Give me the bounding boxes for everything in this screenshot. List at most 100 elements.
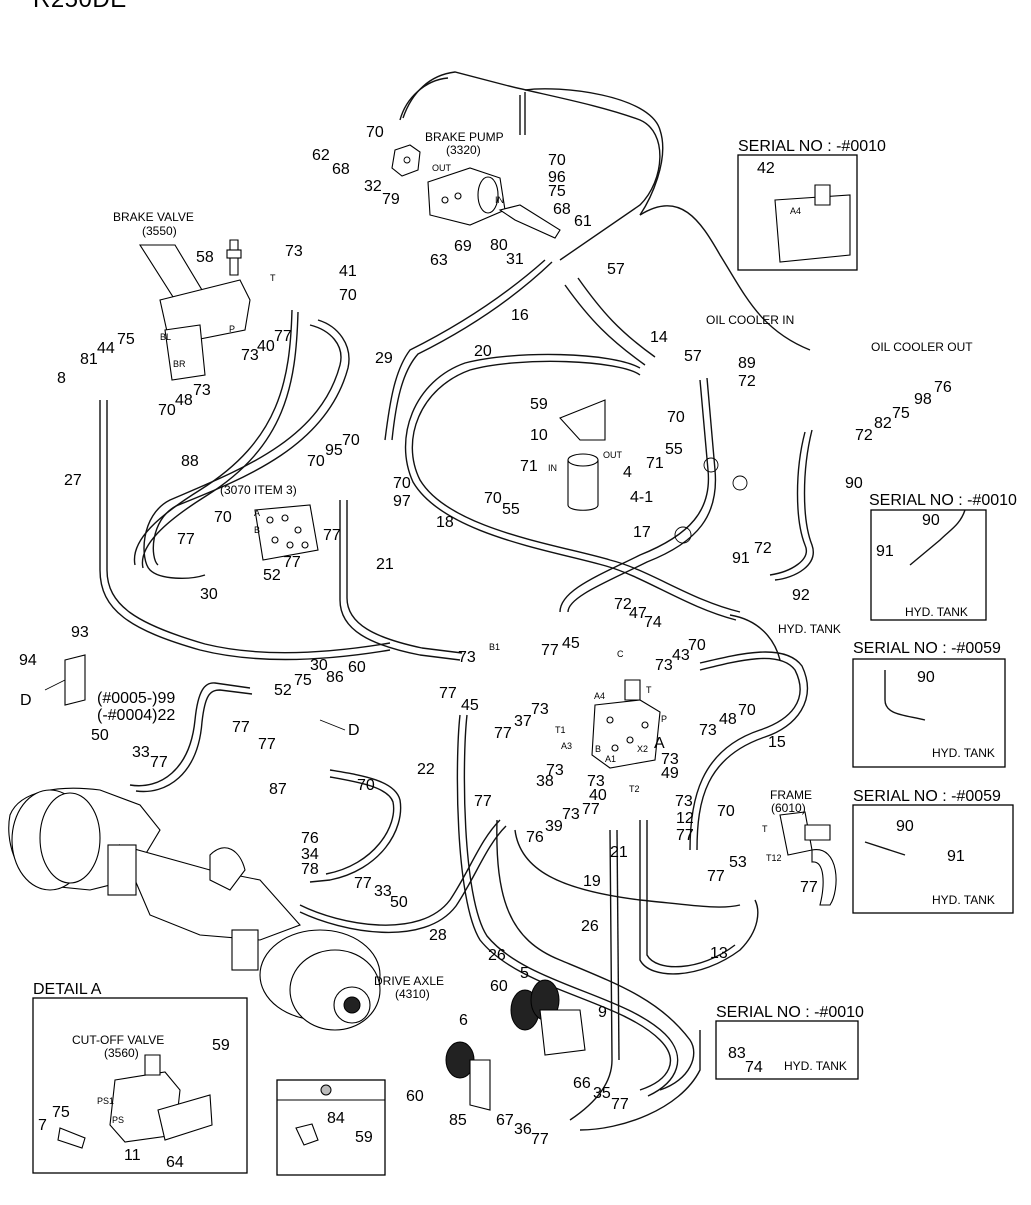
part-callout-93: 93 [71, 624, 89, 641]
part-callout-75: 75 [294, 672, 312, 689]
drive-axle-code: (4310) [395, 987, 430, 1001]
brake-valve-port-br: BR [173, 359, 186, 369]
part-callout-17: 17 [633, 524, 651, 541]
part-callout-77: 77 [177, 531, 195, 548]
part-callout-70: 70 [484, 490, 502, 507]
detail-a-part-7: 7 [38, 1117, 47, 1134]
part-callout-70: 70 [366, 124, 384, 141]
hyd-tank-label: HYD. TANK [778, 622, 841, 636]
serial-box-1-port: A4 [790, 206, 801, 216]
part-callout-29: 29 [375, 350, 393, 367]
part-callout-13: 13 [710, 945, 728, 962]
filter-port-out: OUT [603, 450, 623, 460]
serial-box-5-note: HYD. TANK [784, 1059, 847, 1073]
part-callout-4-1: 4-1 [630, 489, 653, 506]
part-callout-26: 26 [581, 918, 599, 935]
page-title: R250DE [33, 0, 127, 14]
part-callout-75: 75 [892, 405, 910, 422]
serial-box-5-part-74: 74 [745, 1059, 763, 1076]
part-callout-49: 49 [661, 765, 679, 782]
part-callout-77: 77 [494, 725, 512, 742]
valve-port-c: C [617, 649, 624, 659]
frame-port-t: T [762, 824, 768, 834]
brake-valve-port-t: T [270, 273, 276, 283]
serial-box-4: SERIAL NO : -#0059 90 91 HYD. TANK [852, 788, 1014, 914]
part-callout-77: 77 [258, 736, 276, 753]
serial-box-3-note: HYD. TANK [932, 746, 995, 760]
manifold-port-b: B [254, 525, 260, 535]
part-callout-61: 61 [574, 213, 592, 230]
part-callout-26: 26 [488, 947, 506, 964]
drive-axle-label: DRIVE AXLE [374, 974, 444, 988]
part-callout-60: 60 [490, 978, 508, 995]
part-callout-73: 73 [562, 806, 580, 823]
part-callout-77: 77 [150, 754, 168, 771]
part-callout-77: 77 [531, 1131, 549, 1148]
detail-a-part-11: 11 [124, 1147, 141, 1164]
filter-port-in: IN [548, 463, 557, 473]
d-label-right: D [348, 722, 360, 739]
part-callout-87: 87 [269, 781, 287, 798]
part-callout-96: 96 [548, 169, 566, 186]
serial-box-3-title: SERIAL NO : -#0059 [853, 640, 1001, 657]
part-callout-72: 72 [738, 373, 756, 390]
part-callout-43: 43 [672, 647, 690, 664]
serial-box-4-note: HYD. TANK [932, 893, 995, 907]
small-box-part-59: 59 [355, 1129, 373, 1146]
part-callout-70: 70 [339, 287, 357, 304]
detail-a-port-ps1: PS1 [97, 1096, 114, 1106]
part-callout-15: 15 [768, 734, 786, 751]
part-callout-70: 70 [158, 402, 176, 419]
part-callout-68: 68 [553, 201, 571, 218]
part-callout-35: 35 [593, 1085, 611, 1102]
valve-port-b: B [595, 744, 601, 754]
part-callout-68: 68 [332, 161, 350, 178]
part-callout-70: 70 [667, 409, 685, 426]
part-callout-40: 40 [589, 787, 607, 804]
part-callout-89: 89 [738, 355, 756, 372]
line-filter: IN OUT [548, 399, 623, 511]
part-callout-77: 77 [474, 793, 492, 810]
part-callout-73: 73 [241, 347, 259, 364]
part-callout-78: 78 [301, 861, 319, 878]
part-callout-94: 94 [19, 652, 37, 669]
part-callout-70: 70 [548, 152, 566, 169]
part-callout-76: 76 [301, 830, 319, 847]
part-callout-45: 45 [562, 635, 580, 652]
part-callout-72: 72 [855, 427, 873, 444]
part-callout-52: 52 [274, 682, 292, 699]
part-callout-73: 73 [587, 773, 605, 790]
part-callout-97: 97 [393, 493, 411, 510]
frame-port-t12: T12 [766, 853, 782, 863]
part-callout-88: 88 [181, 453, 199, 470]
brake-valve-code: (3550) [142, 224, 177, 238]
part-callout-79: 79 [382, 191, 400, 208]
part-callout-72: 72 [754, 540, 772, 557]
brake-pump: BRAKE PUMP (3320) OUT IN [391, 130, 561, 239]
part-callout-10: 10 [530, 427, 548, 444]
part-callout-48: 48 [719, 711, 737, 728]
part-callout-47: 47 [629, 605, 647, 622]
serial-box-2-title: SERIAL NO : -#0010 [869, 492, 1017, 509]
part-callout-71: 71 [520, 458, 538, 475]
part-callout-62: 62 [312, 147, 330, 164]
serial-note-22: (-#0004)22 [97, 707, 175, 724]
brake-pump-label: BRAKE PUMP [425, 130, 504, 144]
pump-port-in: IN [495, 195, 504, 205]
part-callout-58: 58 [196, 249, 214, 266]
brake-valve-port-bl: BL [160, 332, 171, 342]
part-callout-20: 20 [474, 343, 492, 360]
part-callout-41: 41 [339, 263, 357, 280]
part-callout-40: 40 [257, 338, 275, 355]
part-callout-55: 55 [665, 441, 683, 458]
detail-a-box: DETAIL A CUT-OFF VALVE (3560) PS1 PS 59 … [32, 981, 248, 1174]
part-callout-70: 70 [357, 777, 375, 794]
part-callout-92: 92 [792, 587, 810, 604]
part-callout-70: 70 [214, 509, 232, 526]
serial-box-4-title: SERIAL NO : -#0059 [853, 788, 1001, 805]
pump-port-out: OUT [432, 163, 452, 173]
valve-label-a: A [654, 735, 665, 752]
valve-port-a3: A3 [561, 741, 572, 751]
part-callout-82: 82 [874, 415, 892, 432]
